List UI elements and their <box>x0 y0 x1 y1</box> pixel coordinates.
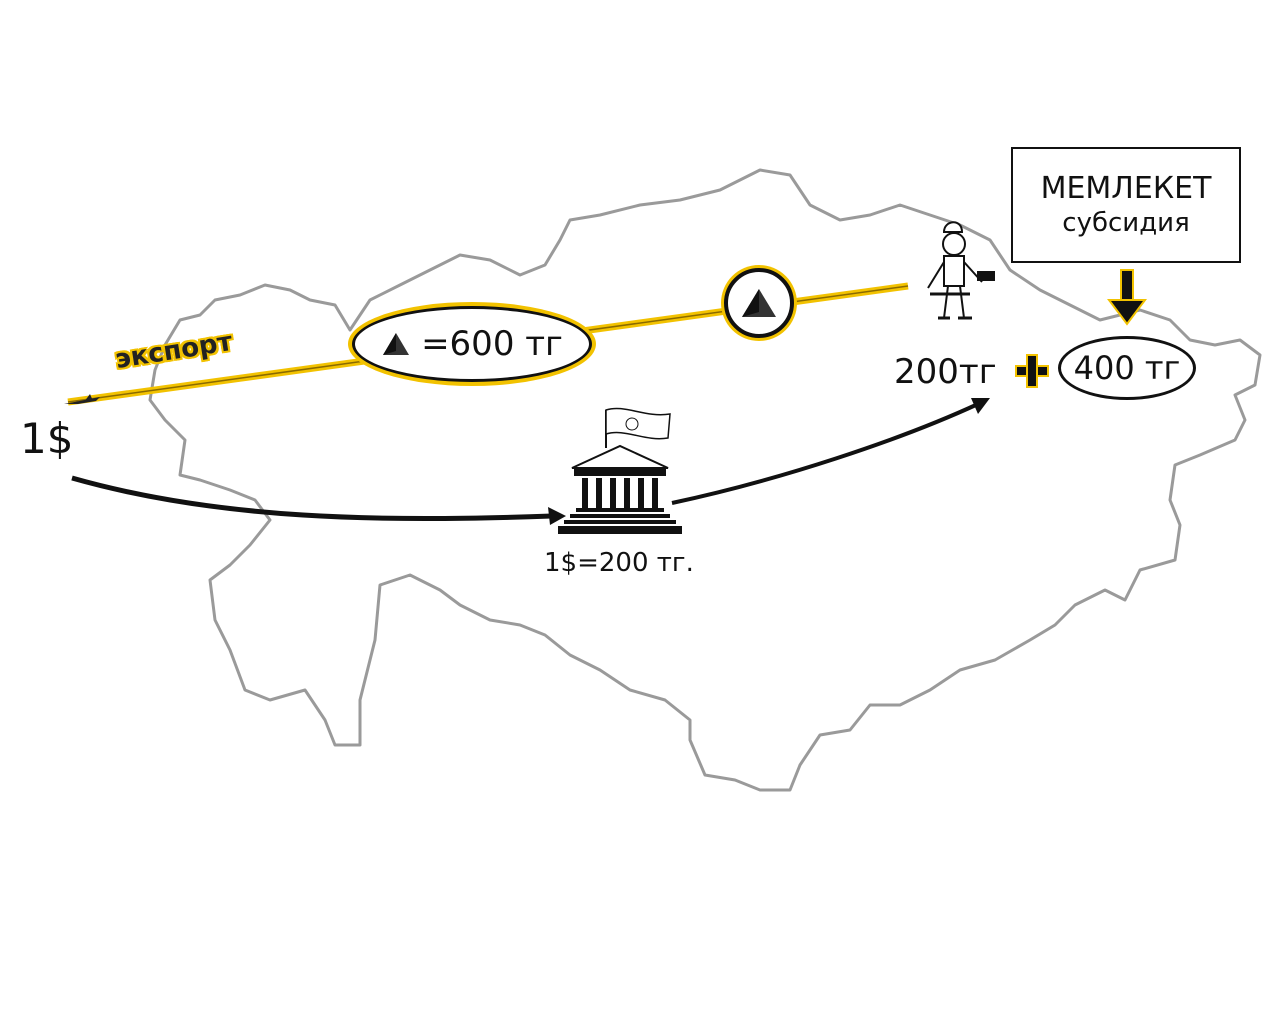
product-circle <box>724 268 794 338</box>
producer-income-label: 200тг <box>894 352 997 392</box>
down-arrow-icon <box>1107 269 1147 326</box>
exchange-rate-label: 1$=200 тг. <box>544 548 694 578</box>
worker-icon <box>927 221 995 320</box>
airplane-icon <box>64 394 100 404</box>
subsidy-oval: 400 тг <box>1058 336 1196 400</box>
flow-arrow-to-producer-head <box>971 398 990 414</box>
government-title: МЕМЛЕКЕТ <box>1040 171 1212 206</box>
dollar-label: 1$ <box>20 414 74 463</box>
bank-sign: BANK <box>604 456 637 467</box>
price-oval: =600 тг <box>352 306 592 382</box>
price-label: =600 тг <box>421 324 563 364</box>
plus-icon <box>1015 354 1049 388</box>
government-box: МЕМЛЕКЕТ субсидия <box>1011 147 1241 263</box>
map-outline <box>148 168 1262 792</box>
bank-icon <box>558 407 682 534</box>
government-subtitle: субсидия <box>1062 208 1190 238</box>
flow-arrow-to-bank-head <box>548 507 566 525</box>
flow-arrow-to-producer <box>671 402 979 505</box>
product-pyramid-icon <box>383 333 410 355</box>
flow-arrow-to-bank <box>71 475 553 521</box>
subsidy-amount-label: 400 тг <box>1073 349 1181 387</box>
product-pyramid-icon <box>742 289 776 317</box>
